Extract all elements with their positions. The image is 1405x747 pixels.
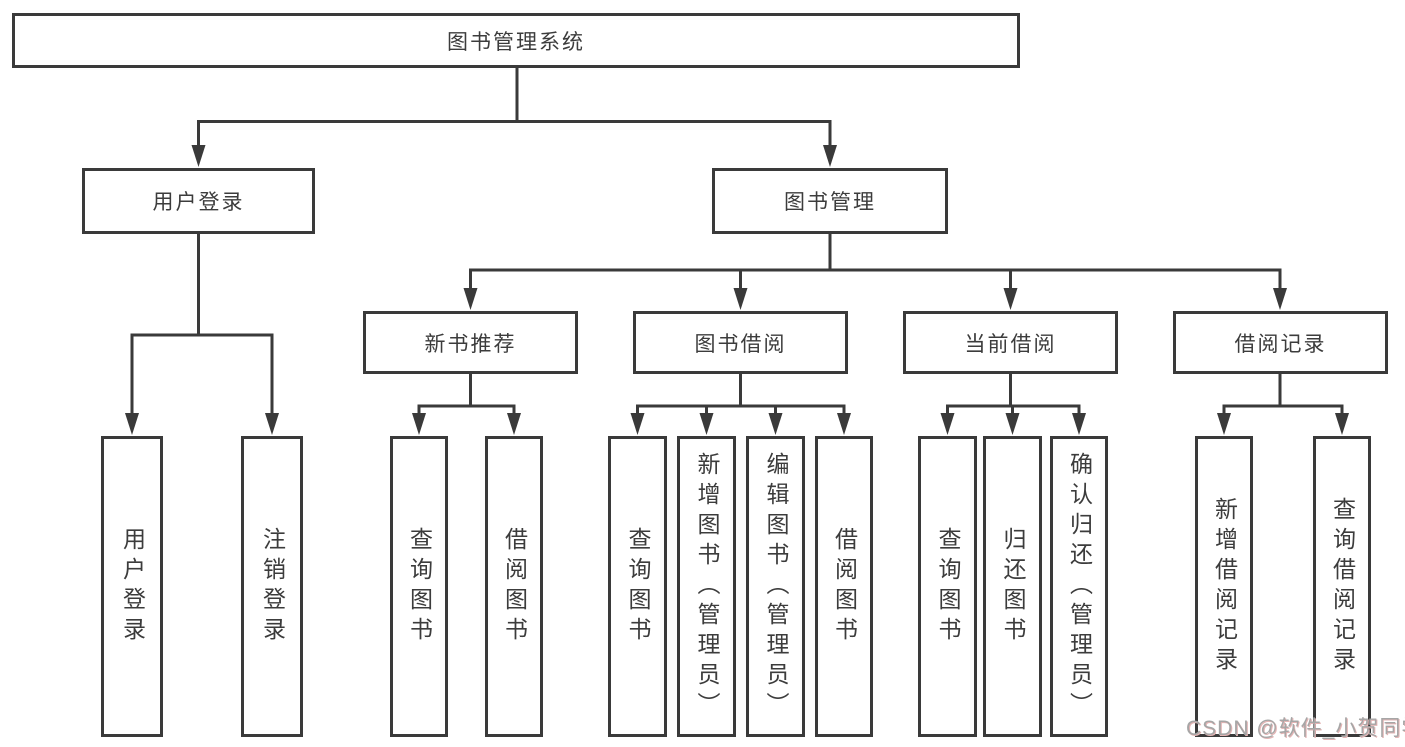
node-new-book-recommendation: 新书推荐 (363, 311, 578, 374)
leaf-borrow-books-borrowing: 借阅图书 (815, 436, 873, 737)
leaf-edit-books-admin-label: 编辑图书（管理员） (763, 451, 789, 722)
leaf-add-books-admin-label: 新增图书（管理员） (694, 451, 720, 722)
leaf-query-books-borrowing-label: 查询图书 (625, 526, 651, 647)
node-user-login: 用户登录 (82, 168, 315, 234)
leaf-query-borrow-record: 查询借阅记录 (1313, 436, 1371, 737)
node-current-borrowing-label: 当前借阅 (964, 332, 1057, 356)
leaf-user-login: 用户登录 (101, 436, 163, 737)
leaf-logout-login: 注销登录 (241, 436, 303, 737)
leaf-query-books-recommend-label: 查询图书 (406, 526, 433, 647)
leaf-confirm-return-admin-label: 确认归还（管理员） (1066, 451, 1093, 722)
node-current-borrowing: 当前借阅 (903, 311, 1118, 374)
leaf-add-books-admin: 新增图书（管理员） (677, 436, 736, 737)
node-book-management-label: 图书管理 (784, 191, 876, 214)
leaf-edit-books-admin: 编辑图书（管理员） (746, 436, 805, 737)
node-book-borrowing: 图书借阅 (633, 311, 848, 374)
leaf-logout-login-label: 注销登录 (259, 526, 286, 647)
leaf-add-borrow-record-label: 新增借阅记录 (1211, 496, 1238, 677)
arrowheads (125, 145, 1349, 435)
leaf-return-books: 归还图书 (983, 436, 1042, 737)
leaf-borrow-books-recommend: 借阅图书 (485, 436, 543, 737)
csdn-watermark: CSDN @软件_小贺同学 (1186, 717, 1405, 740)
leaf-return-books-label: 归还图书 (1000, 526, 1026, 647)
leaf-query-books-borrowing: 查询图书 (608, 436, 667, 737)
node-borrowing-records-label: 借阅记录 (1234, 332, 1327, 356)
node-library-system: 图书管理系统 (12, 13, 1020, 68)
leaf-query-books-current-label: 查询图书 (935, 526, 961, 647)
leaf-confirm-return-admin: 确认归还（管理员） (1050, 436, 1108, 737)
node-library-system-label: 图书管理系统 (447, 30, 585, 54)
leaf-query-books-recommend: 查询图书 (390, 436, 448, 737)
node-user-login-label: 用户登录 (152, 191, 245, 214)
leaf-query-books-current: 查询图书 (918, 436, 977, 737)
node-new-book-recommendation-label: 新书推荐 (424, 332, 517, 356)
leaf-borrow-books-recommend-label: 借阅图书 (501, 526, 528, 647)
leaf-query-borrow-record-label: 查询借阅记录 (1329, 496, 1356, 677)
node-borrowing-records: 借阅记录 (1173, 311, 1388, 374)
node-book-borrowing-label: 图书借阅 (694, 332, 787, 356)
leaf-borrow-books-borrowing-label: 借阅图书 (831, 526, 858, 647)
leaf-add-borrow-record: 新增借阅记录 (1195, 436, 1253, 737)
leaf-user-login-label: 用户登录 (119, 526, 146, 647)
node-book-management: 图书管理 (712, 168, 948, 234)
